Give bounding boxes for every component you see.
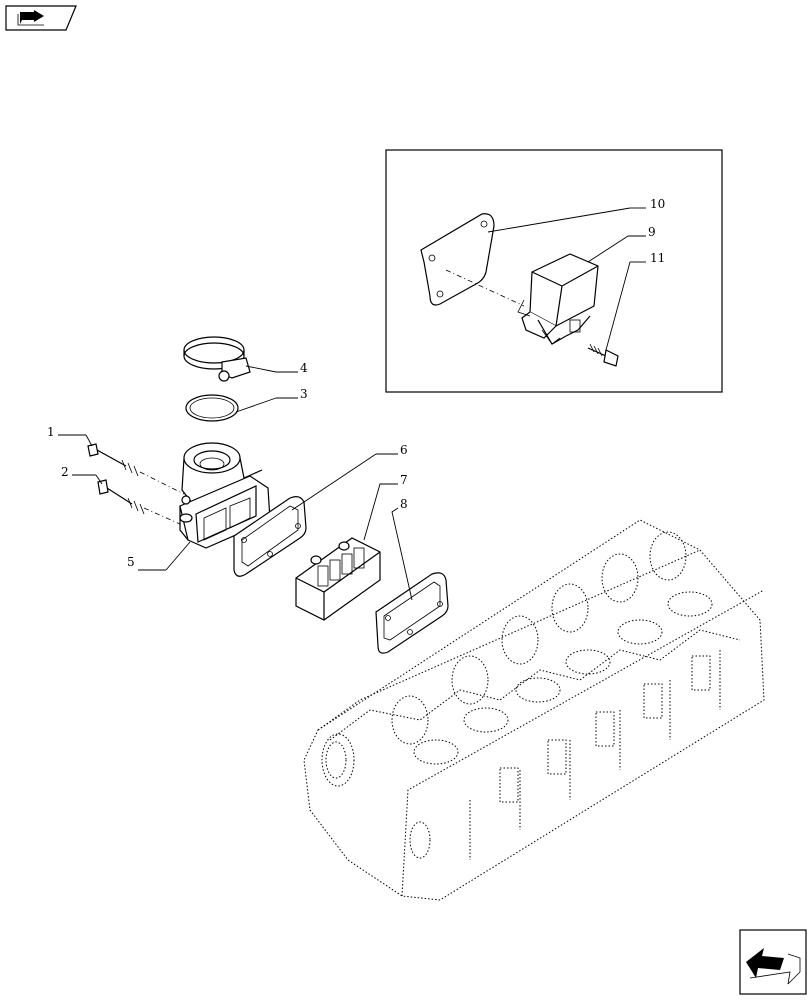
relay xyxy=(517,253,599,345)
svg-text:11: 11 xyxy=(650,251,665,265)
cylinder-head xyxy=(303,519,765,901)
book-arrow-icon xyxy=(17,10,44,26)
svg-text:9: 9 xyxy=(648,225,656,239)
bolt-2-axis xyxy=(143,507,181,525)
o-ring xyxy=(185,394,239,422)
grid-heater xyxy=(295,537,381,621)
svg-text:1: 1 xyxy=(47,425,55,439)
callout-10[interactable]: 10 xyxy=(487,197,665,233)
callout-11[interactable]: 11 xyxy=(605,251,665,351)
callout-1[interactable]: 1 xyxy=(47,425,93,447)
hose-clamp xyxy=(183,336,251,382)
callout-2[interactable]: 2 xyxy=(61,465,103,485)
bolt-1 xyxy=(87,443,139,477)
svg-text:2: 2 xyxy=(61,465,69,479)
callout-6[interactable]: 6 xyxy=(291,443,408,511)
mount-axis-line xyxy=(445,269,525,307)
callout-4[interactable]: 4 xyxy=(245,361,308,375)
bolt-1-axis xyxy=(139,471,185,495)
relay-screw xyxy=(587,343,619,367)
gasket-upper xyxy=(233,496,307,577)
svg-text:7: 7 xyxy=(400,473,408,487)
bolt-2 xyxy=(97,479,145,515)
svg-text:5: 5 xyxy=(127,555,135,569)
callout-5[interactable]: 5 xyxy=(127,541,191,571)
svg-text:8: 8 xyxy=(400,497,408,511)
callout-8[interactable]: 8 xyxy=(391,497,413,601)
svg-text:10: 10 xyxy=(650,197,665,211)
svg-text:4: 4 xyxy=(300,361,308,375)
detail-inset-frame xyxy=(385,149,723,393)
callout-3[interactable]: 3 xyxy=(235,387,308,413)
callouts: 1 2 3 4 5 6 7 8 xyxy=(47,197,665,601)
svg-text:3: 3 xyxy=(300,387,308,401)
gasket-lower xyxy=(375,572,449,654)
next-page-arrow-icon xyxy=(746,948,801,985)
svg-text:6: 6 xyxy=(400,443,408,457)
next-page-button[interactable] xyxy=(739,929,807,995)
callout-9[interactable]: 9 xyxy=(587,225,656,263)
bracket-plate xyxy=(420,213,495,306)
book-nav-button[interactable] xyxy=(5,5,77,31)
callout-7[interactable]: 7 xyxy=(363,473,408,541)
